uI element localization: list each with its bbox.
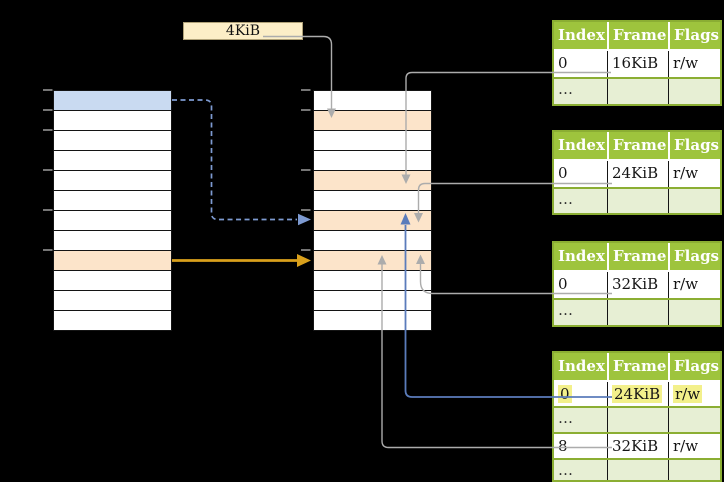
header-flags: Flags bbox=[668, 22, 720, 49]
page-table-row: … bbox=[554, 77, 720, 104]
cell-index: 0 bbox=[558, 164, 568, 182]
cell-flags: r/w bbox=[668, 272, 720, 298]
cell-flags bbox=[668, 189, 720, 213]
virtual-memory-column bbox=[53, 90, 172, 331]
header-flags: Flags bbox=[668, 353, 720, 380]
cell-frame bbox=[607, 460, 668, 480]
virtual-memory-ticks bbox=[43, 89, 53, 251]
memory-row-3 bbox=[314, 150, 431, 170]
cell-frame bbox=[607, 300, 668, 325]
memory-row-1 bbox=[314, 110, 431, 130]
header-index: Index bbox=[558, 357, 605, 375]
cell-frame: 32KiB bbox=[607, 272, 668, 298]
memory-row-6 bbox=[314, 210, 431, 230]
cell-index: … bbox=[558, 190, 573, 208]
memory-row-11 bbox=[54, 310, 171, 330]
cell-index: … bbox=[558, 301, 573, 319]
header-frame: Frame bbox=[607, 353, 668, 380]
memory-row-9 bbox=[54, 270, 171, 290]
cell-flags bbox=[668, 79, 720, 104]
memory-row-0 bbox=[54, 91, 171, 110]
cell-index: … bbox=[558, 461, 573, 479]
page-table-row: … bbox=[554, 406, 720, 432]
memory-row-0 bbox=[314, 91, 431, 110]
memory-row-5 bbox=[314, 190, 431, 210]
cell-flags: r/w bbox=[668, 434, 720, 458]
memory-row-8 bbox=[54, 250, 171, 270]
memory-row-2 bbox=[54, 130, 171, 150]
physical-memory-column bbox=[313, 90, 432, 331]
header-frame: Frame bbox=[607, 243, 668, 270]
memory-row-10 bbox=[54, 290, 171, 310]
memory-row-4 bbox=[54, 170, 171, 190]
memory-row-1 bbox=[54, 110, 171, 130]
memory-row-2 bbox=[314, 130, 431, 150]
header-index: Index bbox=[558, 136, 605, 154]
memory-row-8 bbox=[314, 250, 431, 270]
memory-row-9 bbox=[314, 270, 431, 290]
virtual-orange-page-arrow bbox=[172, 254, 311, 267]
header-flags: Flags bbox=[668, 243, 720, 270]
cell-frame bbox=[607, 408, 668, 432]
memory-row-7 bbox=[54, 230, 171, 250]
header-flags: Flags bbox=[668, 132, 720, 159]
cell-flags: r/w bbox=[668, 382, 720, 406]
page-table-row: … bbox=[554, 187, 720, 213]
cell-index: … bbox=[558, 80, 573, 98]
memory-row-5 bbox=[54, 190, 171, 210]
memory-row-6 bbox=[54, 210, 171, 230]
cell-frame: 16KiB bbox=[607, 51, 668, 77]
header-frame: Frame bbox=[607, 22, 668, 49]
cell-index: 0 bbox=[558, 275, 568, 293]
cell-frame: 32KiB bbox=[607, 434, 668, 458]
memory-row-10 bbox=[314, 290, 431, 310]
memory-row-7 bbox=[314, 230, 431, 250]
header-frame: Frame bbox=[607, 132, 668, 159]
cell-flags: r/w bbox=[668, 51, 720, 77]
memory-row-3 bbox=[54, 150, 171, 170]
cell-index: … bbox=[558, 409, 573, 427]
cell-flags bbox=[668, 460, 720, 480]
cell-index: 0 bbox=[558, 385, 572, 403]
cell-flags: r/w bbox=[668, 161, 720, 187]
memory-row-4 bbox=[314, 170, 431, 190]
frame-size-label: 4KiB bbox=[183, 22, 303, 40]
cell-frame bbox=[607, 189, 668, 213]
cell-index: 0 bbox=[558, 54, 568, 72]
cell-index: 8 bbox=[558, 437, 568, 455]
cell-frame: 24KiB bbox=[607, 161, 668, 187]
page-table-row: … bbox=[554, 298, 720, 325]
physical-memory-ticks bbox=[301, 89, 311, 251]
cell-flags bbox=[668, 300, 720, 325]
header-index: Index bbox=[558, 26, 605, 44]
cell-frame bbox=[607, 79, 668, 104]
header-index: Index bbox=[558, 247, 605, 265]
memory-row-11 bbox=[314, 310, 431, 330]
cell-frame: 24KiB bbox=[607, 382, 668, 406]
page-table-row: … bbox=[554, 458, 720, 480]
virtual-blue-page-arrow bbox=[172, 99, 311, 226]
cell-flags bbox=[668, 408, 720, 432]
